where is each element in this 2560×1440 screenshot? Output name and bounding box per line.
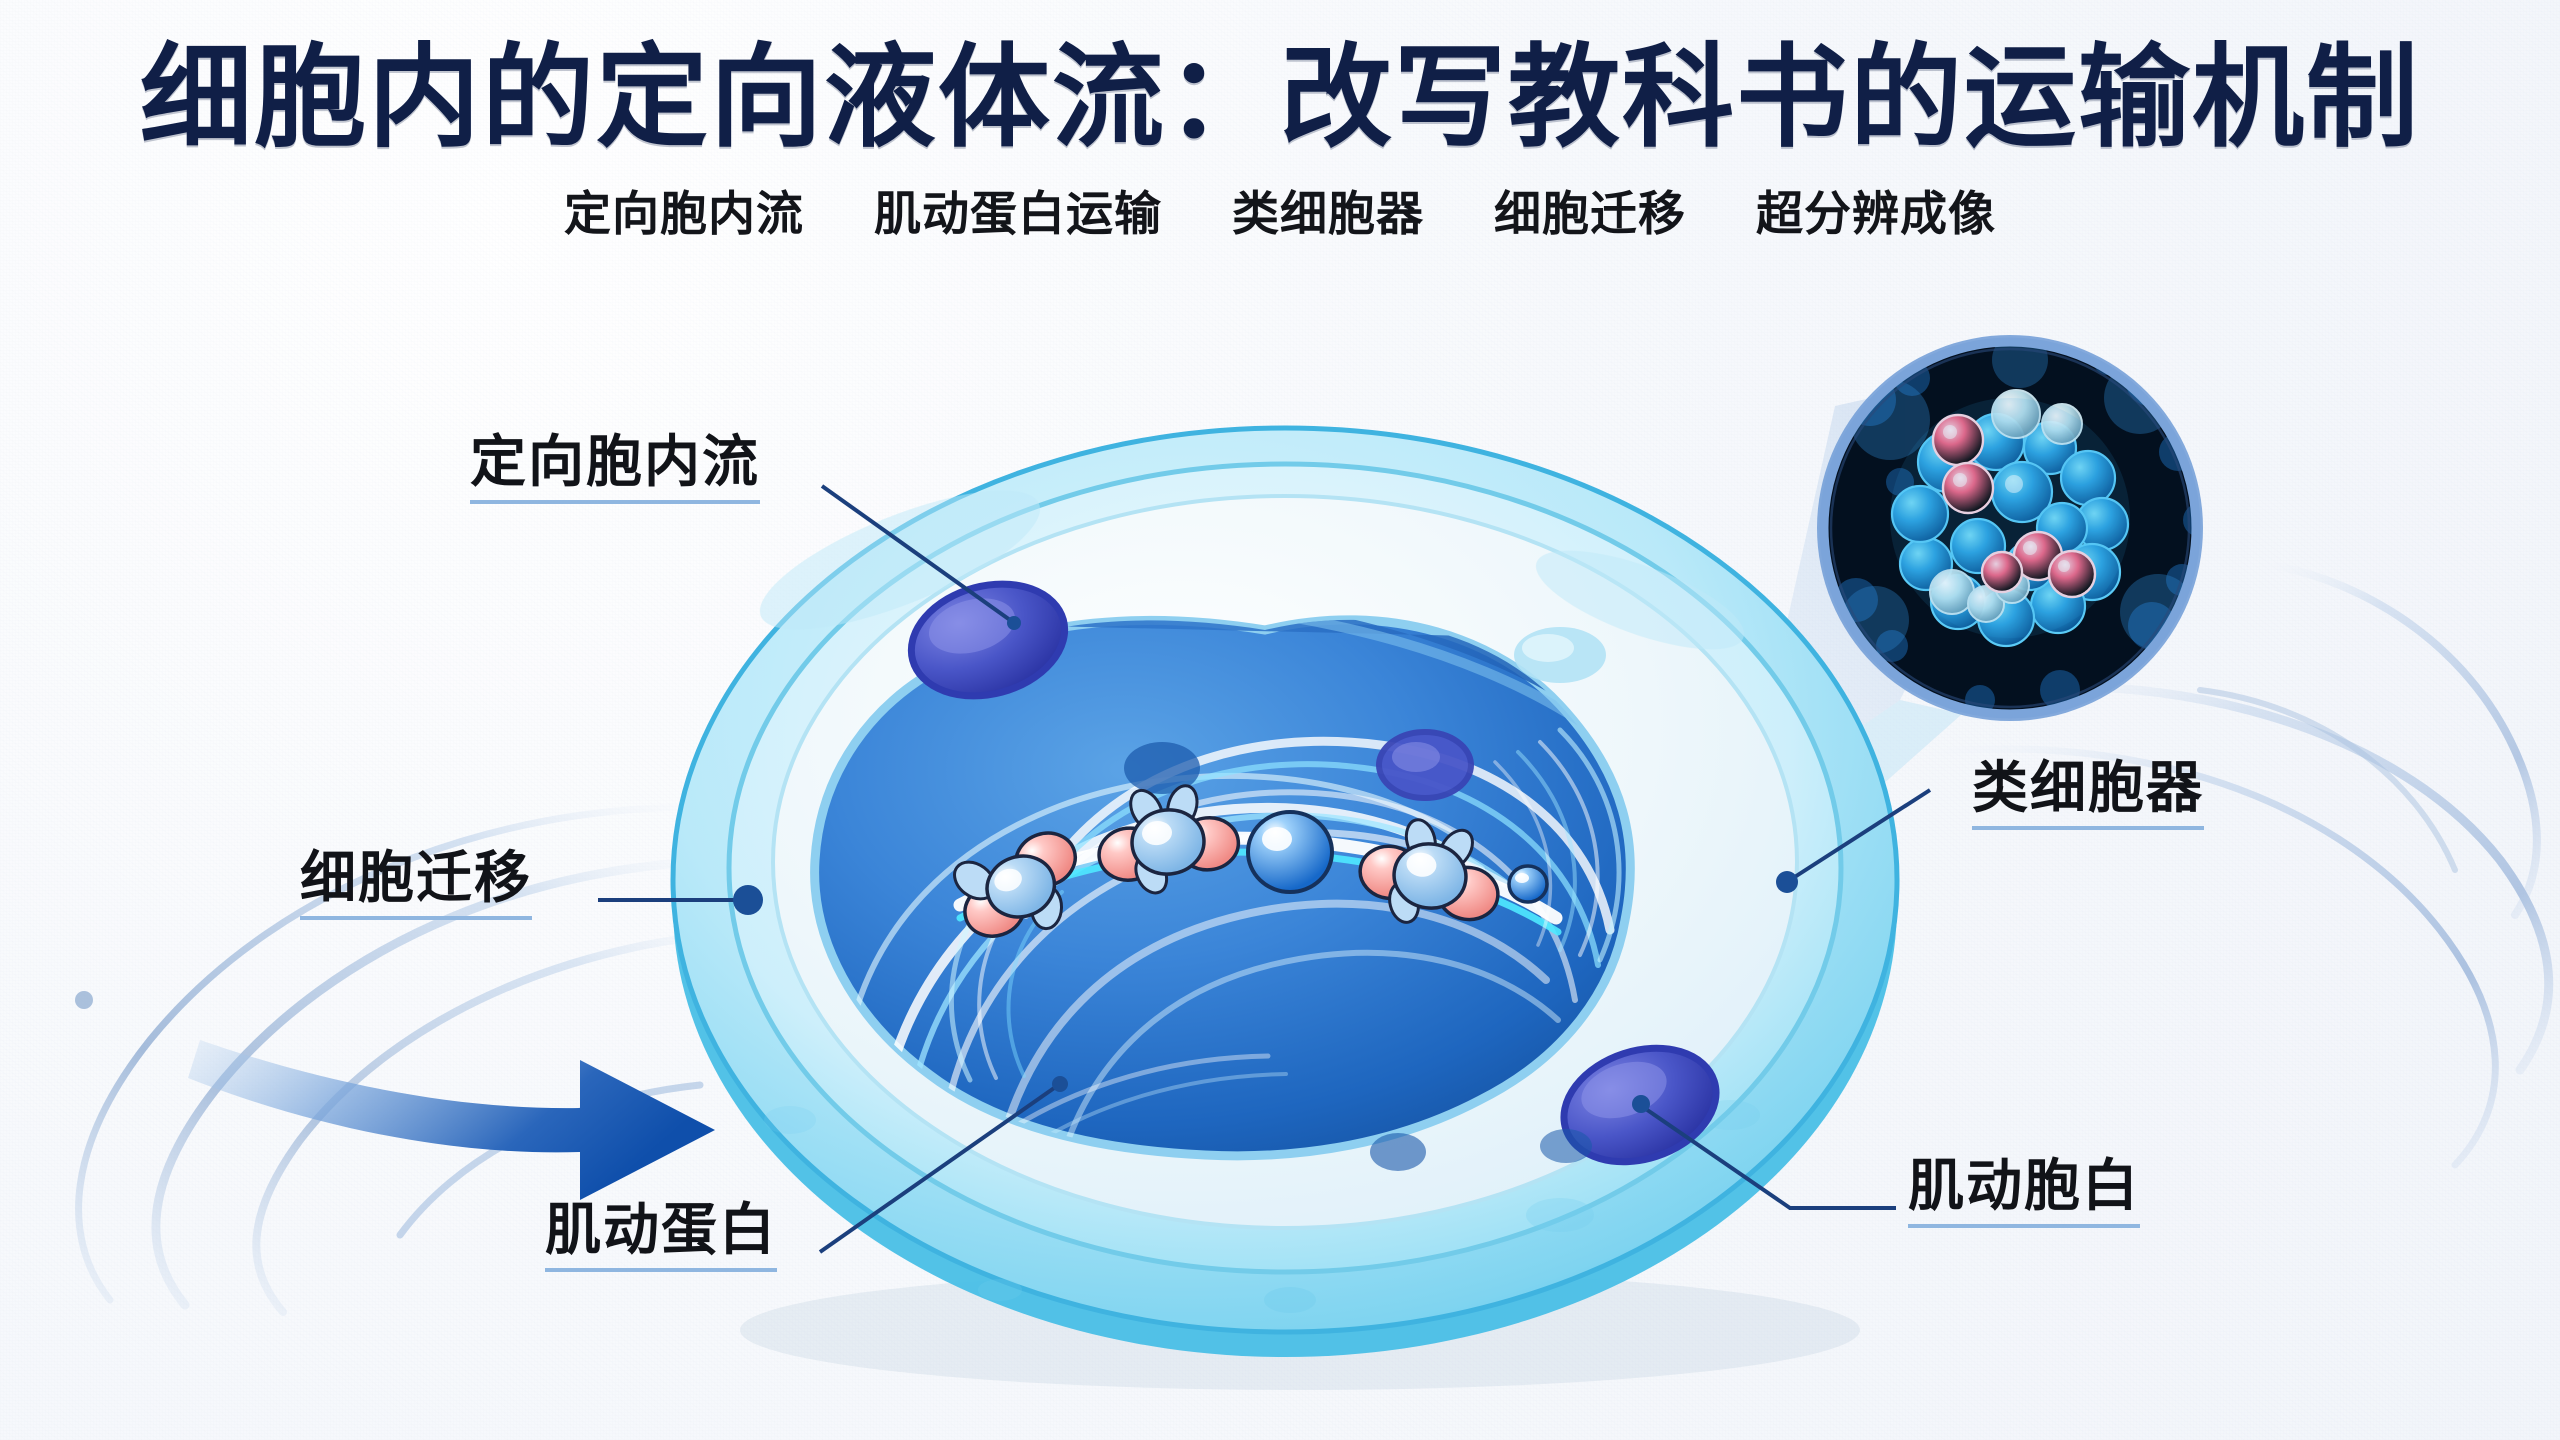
callout-actin-protein: 肌动蛋白 [545, 1200, 777, 1273]
vesicle-cluster [1890, 389, 2130, 648]
callout-cell-migration: 细胞迁移 [300, 848, 532, 921]
molecule-4 [1358, 818, 1500, 924]
callout-directed-intracellular-flow: 定向胞内流 [470, 432, 760, 505]
callout-label-organelle-like: 类细胞器 [1972, 758, 2204, 831]
callout-label-cell-migration: 细胞迁移 [300, 848, 532, 921]
callout-label-directed-intracellular-flow: 定向胞内流 [470, 432, 760, 505]
molecule-5 [1507, 864, 1549, 904]
callout-organelle-like: 类细胞器 [1972, 758, 2204, 831]
swirl-arcs-left [75, 803, 804, 1316]
migration-arrow [188, 1040, 715, 1200]
microscopy-inset [1817, 335, 2203, 721]
callout-label-actin-cortex: 肌动胞白 [1908, 1156, 2140, 1229]
callout-actin-cortex: 肌动胞白 [1908, 1156, 2140, 1229]
cell-body [670, 425, 1900, 1390]
callout-label-actin-protein: 肌动蛋白 [545, 1200, 777, 1273]
molecule-3 [1246, 810, 1334, 894]
molecules [953, 784, 1549, 938]
molecule-1 [953, 831, 1077, 938]
molecule-2 [1097, 784, 1241, 895]
